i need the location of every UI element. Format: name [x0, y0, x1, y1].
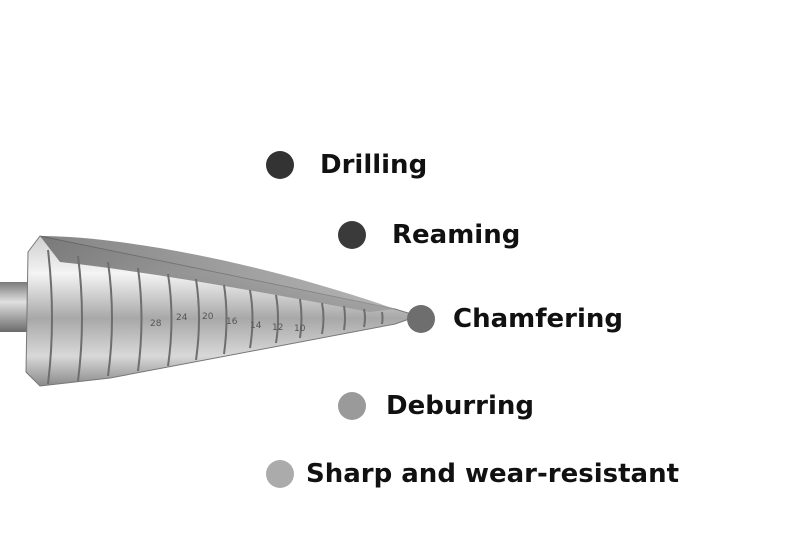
bullet-dot-icon: [266, 151, 294, 179]
drill-steps: [47, 249, 384, 385]
step-marking: 16: [226, 317, 238, 327]
step-marking: 20: [202, 312, 214, 322]
feature-chamfering: Chamfering: [407, 304, 623, 334]
feature-label: Chamfering: [453, 304, 624, 334]
feature-reaming: Reaming: [338, 220, 520, 250]
drill-shank: [0, 282, 28, 332]
step-marking: 10: [294, 324, 306, 334]
feature-deburring: Deburring: [338, 391, 534, 421]
step-marking: 28: [150, 319, 162, 329]
feature-label: Drilling: [320, 150, 428, 180]
drill-flute: [40, 236, 395, 312]
bullet-dot-icon: [266, 460, 294, 488]
feature-label: Deburring: [386, 391, 535, 421]
step-marking: 12: [272, 323, 283, 333]
feature-label: Reaming: [392, 220, 521, 250]
feature-label: Sharp and wear-resistant: [306, 459, 680, 489]
bullet-dot-icon: [338, 392, 366, 420]
step-marking: 14: [250, 321, 262, 331]
bullet-dot-icon: [338, 221, 366, 249]
step-markings: 28 24 20 16 14 12 10: [150, 312, 306, 334]
bullet-dot-icon: [407, 305, 435, 333]
feature-sharp-and-wear-resistant: Sharp and wear-resistant: [266, 459, 679, 489]
step-marking: 24: [176, 313, 188, 323]
feature-drilling: Drilling: [266, 150, 427, 180]
